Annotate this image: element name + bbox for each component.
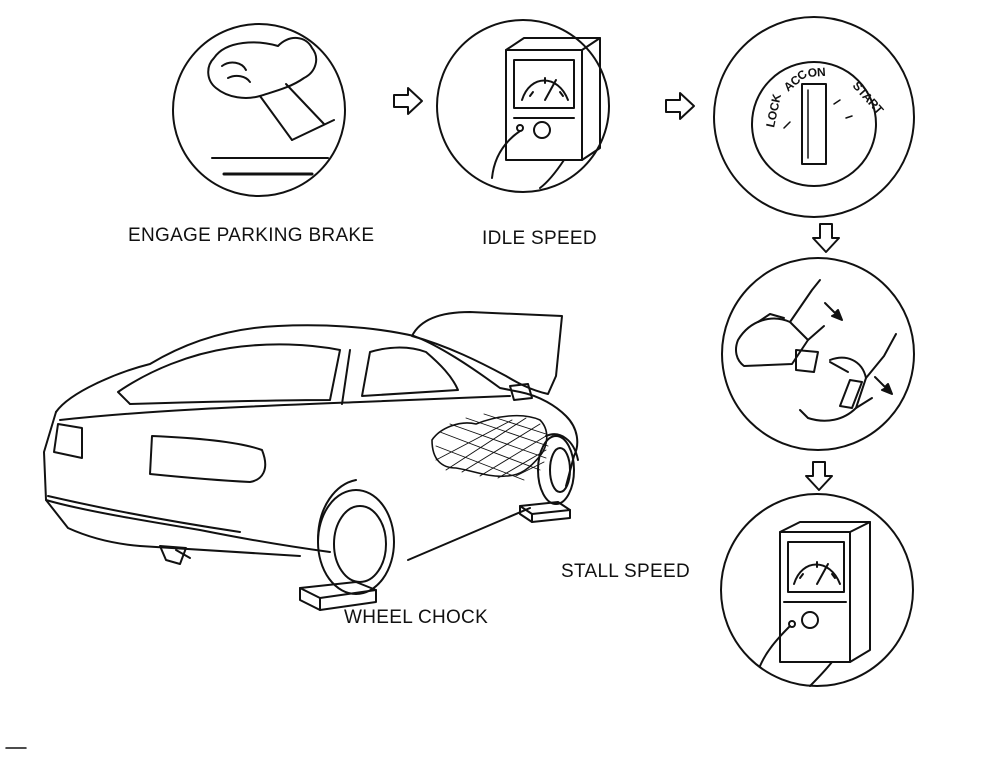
ignition-on-label: ON bbox=[807, 65, 826, 80]
arrow-down-icon bbox=[805, 461, 833, 491]
stall-speed-panel bbox=[720, 493, 914, 687]
pedal-circle bbox=[721, 257, 915, 451]
stall-speed-circle bbox=[720, 493, 914, 687]
car-body-icon bbox=[43, 311, 579, 595]
ignition-circle bbox=[713, 16, 915, 218]
foot-on-pedals-icon bbox=[735, 279, 897, 422]
pedal-panel bbox=[721, 257, 915, 451]
ignition-panel: LOCK ACC ON START bbox=[713, 16, 915, 218]
ignition-switch-icon bbox=[751, 61, 877, 187]
arrow-down-icon bbox=[812, 223, 840, 253]
parking-brake-panel bbox=[172, 23, 346, 197]
ignition-acc-label: ACC bbox=[781, 67, 810, 95]
open-hood-icon bbox=[411, 311, 563, 395]
wheel-chock-icon bbox=[299, 581, 377, 611]
idle-speed-circle bbox=[436, 19, 610, 193]
parking-brake-circle bbox=[172, 23, 346, 197]
wheel-chock-label: WHEEL CHOCK bbox=[344, 607, 489, 628]
ignition-start-label: START bbox=[850, 79, 887, 118]
arrow-right-icon bbox=[665, 92, 695, 120]
tachometer-icon bbox=[491, 37, 601, 189]
stall-speed-label: STALL SPEED bbox=[561, 561, 690, 582]
ignition-lock-label: LOCK bbox=[763, 92, 784, 128]
press-arrow-icon bbox=[824, 302, 843, 321]
press-arrow-icon bbox=[874, 376, 893, 395]
idle-speed-panel bbox=[436, 19, 610, 193]
engage-parking-brake-label: ENGAGE PARKING BRAKE bbox=[128, 225, 375, 246]
key-slot-icon bbox=[801, 83, 827, 165]
hand-on-brake-lever-icon bbox=[207, 37, 335, 176]
idle-speed-label: IDLE SPEED bbox=[482, 228, 597, 249]
wheel-chock-icon bbox=[519, 501, 571, 523]
arrow-right-icon bbox=[393, 87, 423, 115]
car-with-wheel-chocks bbox=[43, 311, 579, 611]
tachometer-icon bbox=[759, 521, 871, 687]
